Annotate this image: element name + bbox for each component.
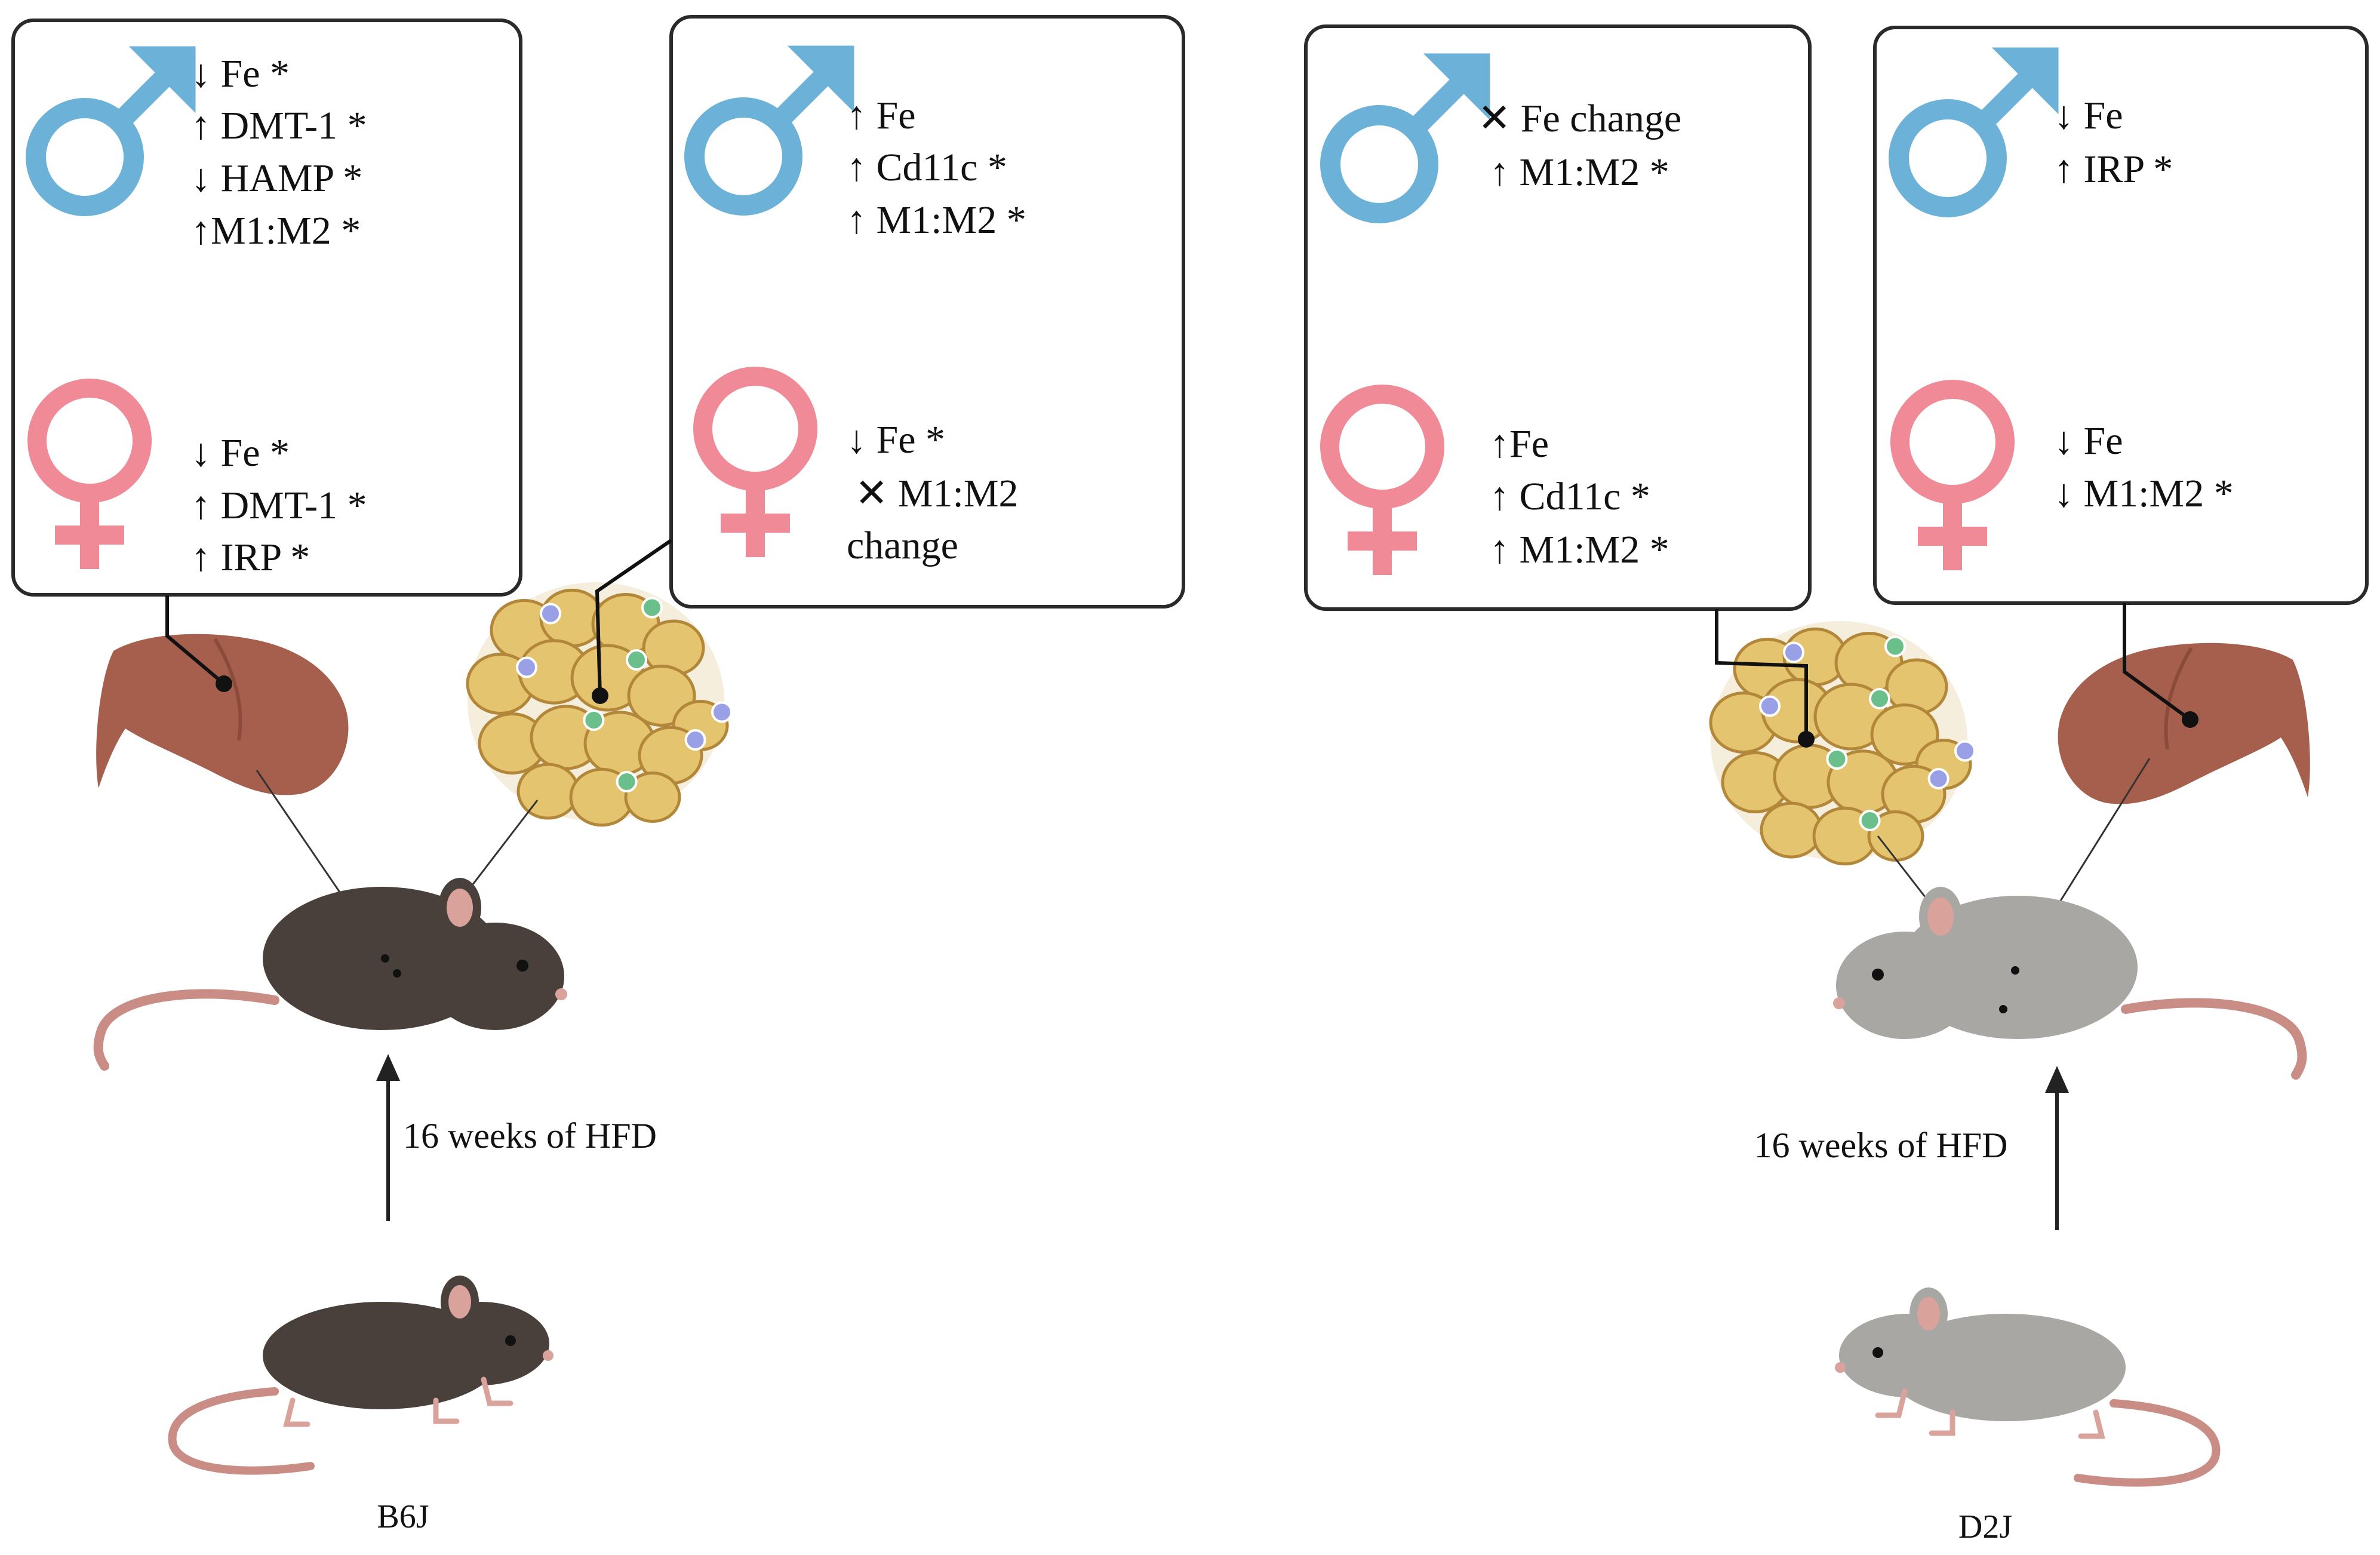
b6j-adipose-male-line-2: ↑ Cd11c * xyxy=(847,146,1007,189)
b6j-adipose-male-line-3: ↑ M1:M2 * xyxy=(847,198,1026,242)
d2j-liver-male-line-2: ↑ IRP * xyxy=(2054,147,2173,191)
d2j-strain-label: D2J xyxy=(1958,1508,2012,1545)
d2j-adipose-connector-dot xyxy=(1798,731,1815,748)
adipose-tissue-icon xyxy=(1709,621,1976,866)
immune-cell xyxy=(626,649,647,671)
immune-cell xyxy=(616,771,638,792)
b6j-obese-mouse xyxy=(93,878,567,1071)
d2j-lean-mouse xyxy=(1835,1287,2221,1487)
d2j-adipose-male-line-2: ↑ M1:M2 * xyxy=(1490,150,1669,194)
b6j-adipose-connector-dot xyxy=(592,687,608,704)
b6j-lean-mouse xyxy=(168,1276,554,1475)
b6j-liver-connector-dot xyxy=(216,675,232,692)
b6j-adipose-female-line-3: change xyxy=(847,524,958,567)
b6j-liver-male-line-2: ↑ DMT-1 * xyxy=(191,104,367,147)
d2j-adipose-connector xyxy=(1715,609,1808,739)
immune-cell xyxy=(711,701,733,723)
b6j-adipose-connector xyxy=(595,539,672,696)
d2j-liver-female-line-1: ↓ Fe xyxy=(2054,419,2123,463)
liver-icon xyxy=(96,634,348,795)
b6j-liver-connector xyxy=(165,595,225,686)
d2j-liver-connector-dot xyxy=(2182,711,2198,728)
d2j-adipose-female-line-3: ↑ M1:M2 * xyxy=(1490,528,1669,571)
b6j-liver-male-line-3: ↓ HAMP * xyxy=(191,156,362,200)
b6j-adipose-female-line-1: ↓ Fe * xyxy=(847,418,945,462)
adipocyte-cell xyxy=(624,772,681,823)
b6j-hfd-label: 16 weeks of HFD xyxy=(403,1116,657,1156)
b6j-liver-male-line-1: ↓ Fe * xyxy=(191,52,290,96)
d2j-adipose-female-line-2: ↑ Cd11c * xyxy=(1490,475,1650,518)
immune-cell xyxy=(1759,695,1781,717)
immune-cell xyxy=(1954,740,1976,762)
d2j-adipose-female-line-1: ↑Fe xyxy=(1490,422,1549,466)
d2j-liver-female-line-2: ↓ M1:M2 * xyxy=(2054,472,2234,515)
b6j-liver-male-line-4: ↑M1:M2 * xyxy=(191,209,361,253)
immune-cell xyxy=(516,656,537,678)
immune-cell xyxy=(1884,635,1906,657)
b6j-adipose-female-line-2: ✕ M1:M2 xyxy=(855,472,1019,515)
d2j-hfd-label: 16 weeks of HFD xyxy=(1754,1126,2008,1165)
immune-cell xyxy=(641,597,663,619)
adipocyte-cell xyxy=(1760,801,1823,859)
d2j-liver-connector xyxy=(2123,603,2191,721)
b6j-liver-female-line-1: ↓ Fe * xyxy=(191,431,290,475)
adipose-tissue-icon xyxy=(466,582,733,827)
immune-cell xyxy=(1859,810,1881,831)
arrow-up-icon-head xyxy=(376,1054,400,1081)
b6j-liver-female-line-3: ↑ IRP * xyxy=(191,536,310,579)
immune-cell xyxy=(684,729,706,751)
b6j-strain-label: B6J xyxy=(377,1498,429,1535)
arrow-up-icon-head xyxy=(2045,1066,2069,1093)
immune-cell xyxy=(1783,641,1804,663)
b6j-adipose-male-line-1: ↑ Fe xyxy=(847,94,916,137)
immune-cell xyxy=(1927,768,1949,789)
b6j-liver-female-line-2: ↑ DMT-1 * xyxy=(191,484,367,527)
immune-cell xyxy=(1826,748,1848,770)
immune-cell xyxy=(583,709,605,731)
immune-cell xyxy=(540,603,561,625)
adipocyte-cell xyxy=(516,763,580,820)
d2j-adipose-male-line-1: ✕ Fe change xyxy=(1478,97,1681,140)
immune-cell xyxy=(1869,688,1890,709)
d2j-liver-male-line-1: ↓ Fe xyxy=(2054,94,2123,137)
d2j-obese-mouse xyxy=(1833,887,2307,1080)
